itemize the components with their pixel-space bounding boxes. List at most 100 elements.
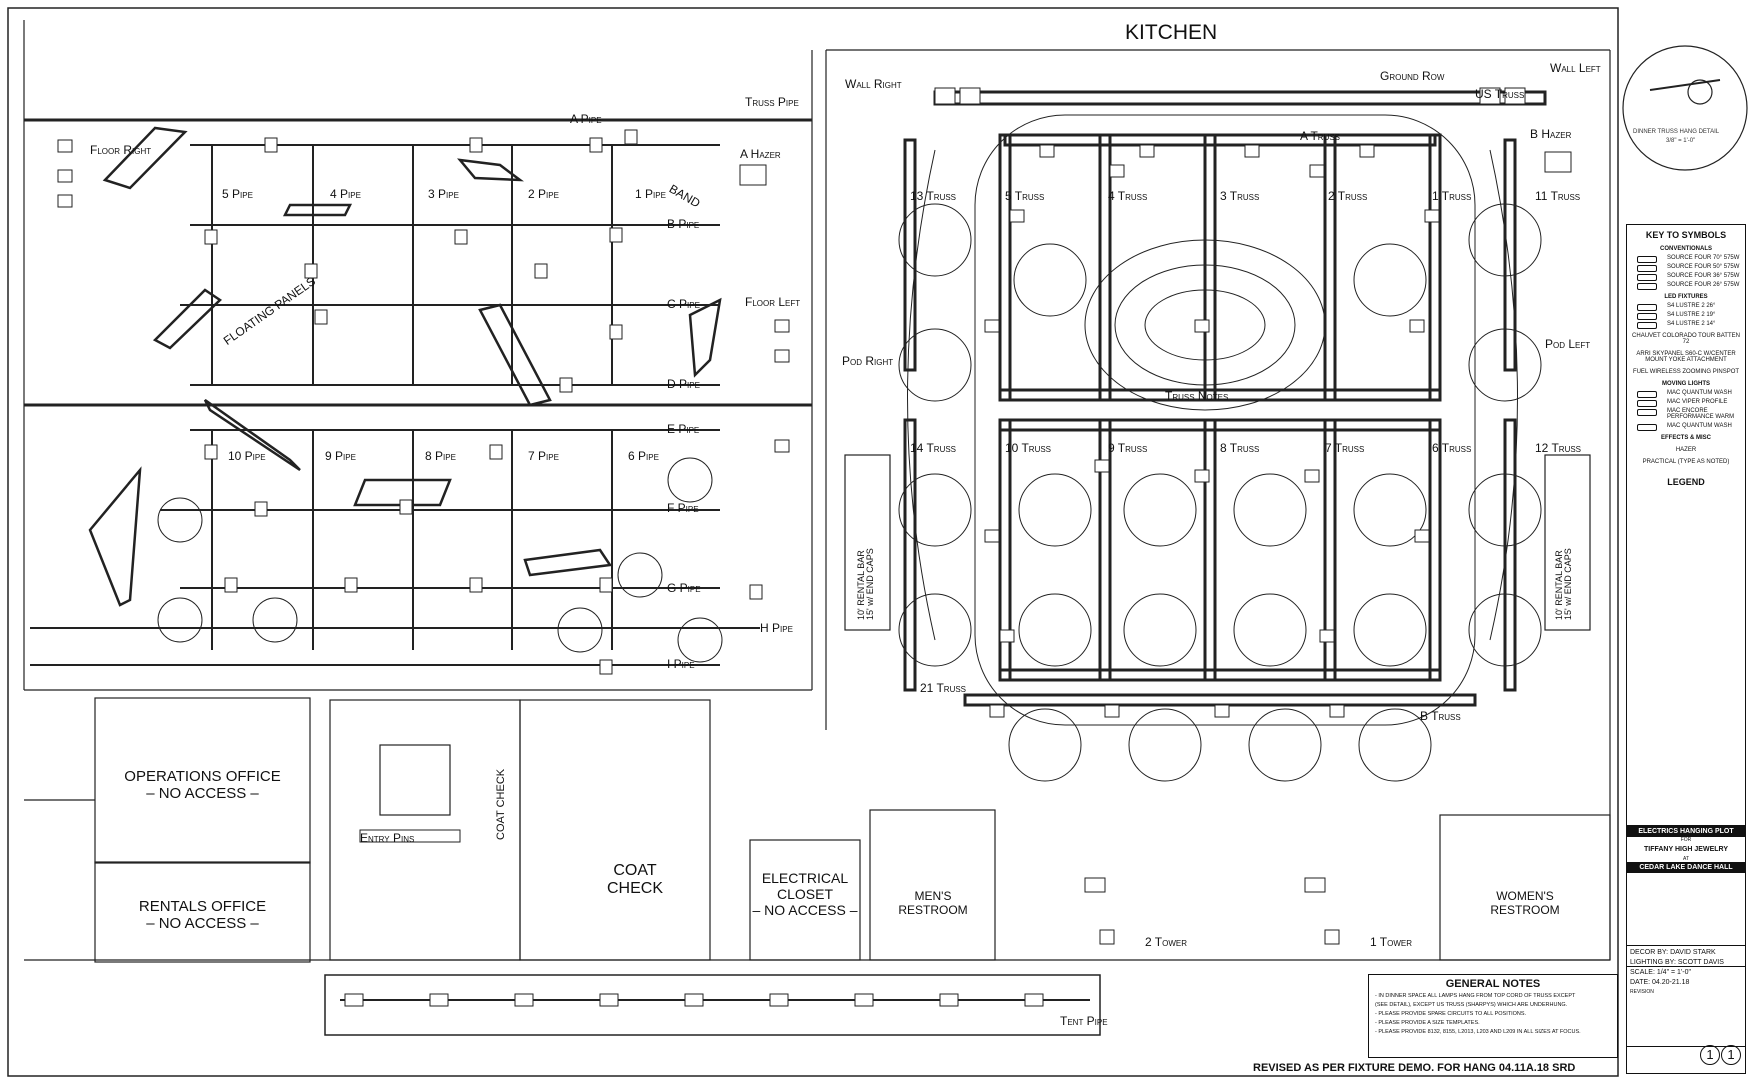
pipe-4-label: 4 Pipe: [330, 187, 361, 201]
arri-item: ARRI SKYPANEL S60-C W/CENTER MOUNT YOKE …: [1636, 351, 1736, 363]
moving-heading: MOVING LIGHTS: [1662, 381, 1710, 387]
truss-notes-label: Truss Notes: [1165, 389, 1229, 403]
title-block: ELECTRICS HANGING PLOT FOR TIFFANY HIGH …: [1626, 825, 1746, 967]
mens-restroom-label: MEN'S RESTROOM: [898, 889, 968, 917]
sheet-number-bubble: 1: [1700, 1045, 1720, 1065]
led-item: S4 LUSTRE 2 26°: [1637, 303, 1745, 311]
legend-heading: LEGEND: [1667, 477, 1705, 487]
practical-item: PRACTICAL (TYPE AS NOTED): [1642, 459, 1730, 465]
hazer-item: HAZER: [1675, 447, 1697, 453]
conv-item: SOURCE FOUR 50° 575W: [1637, 264, 1745, 272]
chauvet-item: CHAUVET COLORADO TOUR BATTEN 72: [1632, 333, 1740, 345]
tower-1-label: 1 Tower: [1370, 935, 1413, 949]
entry-pins-label: Entry Pins: [360, 831, 415, 845]
truss-pipe-label: Truss Pipe: [745, 95, 799, 109]
conv-item: SOURCE FOUR 36° 575W: [1637, 273, 1745, 281]
pod-right-label: Pod Right: [842, 354, 894, 368]
tent-pipe-label: Tent Pipe: [1060, 1014, 1108, 1028]
conventionals-heading: CONVENTIONALS: [1659, 246, 1712, 252]
coat-check-label: COAT CHECK: [606, 862, 663, 898]
rentals-office-label: RENTALS OFFICE – NO ACCESS –: [138, 898, 267, 933]
pipe-3-label: 3 Pipe: [428, 187, 459, 201]
h-pipe-label: H Pipe: [760, 621, 793, 635]
led-item: S4 LUSTRE 2 19°: [1637, 312, 1745, 320]
ground-row-label: Ground Row: [1380, 69, 1445, 83]
sheet-of-bubble: 1: [1721, 1045, 1741, 1065]
e-pipe-label: E Pipe: [667, 422, 700, 436]
note-item: - PLEASE PROVIDE SPARE CIRCUITS TO ALL P…: [1375, 1011, 1527, 1017]
notes-title: GENERAL NOTES: [1445, 978, 1541, 990]
key-title: KEY TO SYMBOLS: [1645, 230, 1727, 240]
title-client: TIFFANY HIGH JEWELRY: [1643, 846, 1728, 853]
c-pipe-label: C Pipe: [667, 297, 700, 311]
conv-item: SOURCE FOUR 70° 575W: [1637, 255, 1745, 263]
led-item: S4 LUSTRE 2 14°: [1637, 321, 1745, 329]
floor-left-label: Floor Left: [745, 295, 801, 309]
note-item: - PLEASE PROVIDE 8132, 8155, L2013, L203…: [1375, 1029, 1581, 1035]
truss-6-label: 6 Truss: [1432, 441, 1472, 455]
rental-bar-right-label: 10' RENTAL BAR 15' w/ END CAPS: [1554, 548, 1573, 620]
mover-item: MAC VIPER PROFILE: [1637, 399, 1745, 407]
kitchen-label: KITCHEN: [1125, 21, 1218, 44]
note-item: - PLEASE PROVIDE A SIZE TEMPLATES.: [1375, 1020, 1480, 1026]
g-pipe-label: G Pipe: [667, 581, 701, 595]
led-heading: LED FIXTURES: [1664, 294, 1708, 300]
f-pipe-label: F Pipe: [667, 501, 699, 515]
truss-4-label: 4 Truss: [1108, 189, 1148, 203]
lighting-credit: LIGHTING BY: SCOTT DAVIS: [1630, 959, 1724, 966]
conv-item: SOURCE FOUR 26° 575W: [1637, 282, 1745, 290]
pipe-6-label: 6 Pipe: [628, 449, 659, 463]
a-truss-label: A Truss: [1300, 129, 1341, 143]
title-venue: CEDAR LAKE DANCE HALL: [1627, 862, 1745, 873]
pod-left-label: Pod Left: [1545, 337, 1591, 351]
pipe-10-label: 10 Pipe: [228, 449, 266, 463]
floor-right-label: Floor Right: [90, 143, 152, 157]
key-to-symbols: KEY TO SYMBOLS CONVENTIONALS SOURCE FOUR…: [1626, 224, 1746, 1074]
operations-office-label: OPERATIONS OFFICE – NO ACCESS –: [124, 768, 281, 803]
mover-item: MAC QUANTUM WASH: [1637, 390, 1745, 398]
truss-12-label: 12 Truss: [1535, 441, 1582, 455]
effects-heading: EFFECTS & MISC: [1660, 435, 1711, 441]
a-pipe-label: A Pipe: [570, 112, 602, 126]
i-pipe-label: I Pipe: [667, 657, 695, 671]
revision-note: REVISION: [1630, 989, 1654, 995]
truss-14-label: 14 Truss: [910, 441, 957, 455]
detail-title: DINNER TRUSS HANG DETAIL: [1633, 129, 1720, 135]
wireless-item: FUEL WIRELESS ZOOMING PINSPOT: [1632, 369, 1740, 375]
truss-8-label: 8 Truss: [1220, 441, 1260, 455]
us-truss-label: US Truss: [1475, 87, 1525, 101]
truss-1-label: 1 Truss: [1432, 189, 1472, 203]
electrical-closet-label: ELECTRICAL CLOSET – NO ACCESS –: [752, 870, 858, 919]
coat-check-vertical-label: COAT CHECK: [495, 768, 507, 840]
b-hazer-label: B Hazer: [1530, 127, 1572, 141]
general-notes: GENERAL NOTES - IN DINNER SPACE ALL LAMP…: [1368, 974, 1618, 1058]
pipe-9-label: 9 Pipe: [325, 449, 356, 463]
mover-item: MAC ENCORE PERFORMANCE WARM: [1637, 408, 1745, 420]
title-for: FOR: [1680, 837, 1692, 843]
title-at: AT: [1682, 856, 1690, 862]
pipe-2-label: 2 Pipe: [528, 187, 559, 201]
credits-block: DECOR BY: DAVID STARK LIGHTING BY: SCOTT…: [1626, 945, 1746, 1047]
a-hazer-label: A Hazer: [740, 147, 781, 161]
note-item: - IN DINNER SPACE ALL LAMPS HANG FROM TO…: [1375, 993, 1576, 999]
detail-scale: 3/8" = 1'-0": [1666, 138, 1696, 144]
date-note: DATE: 04.20-21.18: [1630, 979, 1690, 986]
decor-credit: DECOR BY: DAVID STARK: [1630, 949, 1716, 956]
truss-5-label: 5 Truss: [1005, 189, 1045, 203]
b-pipe-label: B Pipe: [667, 217, 700, 231]
b-truss-label: B Truss: [1420, 709, 1461, 723]
tower-2-label: 2 Tower: [1145, 935, 1188, 949]
wall-left-label: Wall Left: [1550, 61, 1601, 75]
pipe-1-label: 1 Pipe: [635, 187, 666, 201]
revision-banner: REVISED AS PER FIXTURE DEMO. FOR HANG 04…: [1253, 1062, 1576, 1074]
womens-restroom-label: WOMEN'S RESTROOM: [1490, 889, 1560, 917]
pipe-5-label: 5 Pipe: [222, 187, 253, 201]
truss-21-label: 21 Truss: [920, 681, 967, 695]
truss-13-label: 13 Truss: [910, 189, 957, 203]
truss-7-label: 7 Truss: [1325, 441, 1365, 455]
truss-2-label: 2 Truss: [1328, 189, 1368, 203]
rental-bar-left-label: 10' RENTAL BAR 15' w/ END CAPS: [856, 548, 875, 620]
truss-10-label: 10 Truss: [1005, 441, 1052, 455]
